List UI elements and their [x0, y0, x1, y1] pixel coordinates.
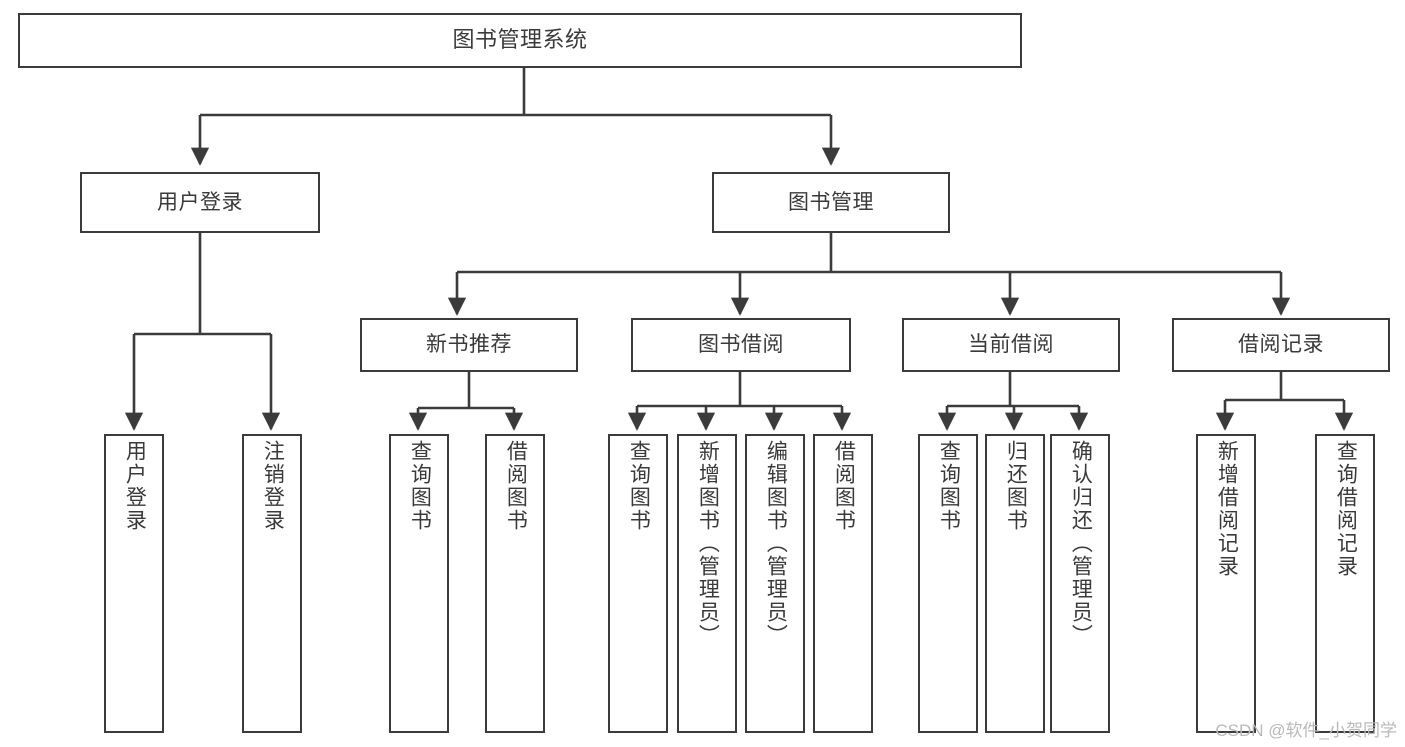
leaf-book-borrow-query[interactable]: 查询图书: [608, 434, 668, 733]
node-new-book-recommend[interactable]: 新书推荐: [360, 318, 578, 372]
leaf-current-borrow-query-label: 查询图书: [937, 440, 961, 532]
node-root-system[interactable]: 图书管理系统: [18, 13, 1022, 68]
leaf-current-borrow-return-label: 归还图书: [1004, 440, 1028, 532]
leaf-new-book-query[interactable]: 查询图书: [389, 434, 449, 733]
leaf-current-borrow-confirm-return[interactable]: 确认归还（管理员）: [1050, 434, 1110, 733]
leaf-book-borrow-borrow-label: 借阅图书: [832, 440, 856, 532]
leaf-book-borrow-edit[interactable]: 编辑图书（管理员）: [745, 434, 805, 733]
node-user-login-label: 用户登录: [157, 190, 243, 214]
node-book-borrow-label: 图书借阅: [698, 333, 784, 357]
leaf-borrow-records-add[interactable]: 新增借阅记录: [1196, 434, 1256, 733]
node-book-management[interactable]: 图书管理: [712, 172, 950, 233]
node-book-management-label: 图书管理: [788, 190, 874, 214]
node-current-borrow[interactable]: 当前借阅: [902, 318, 1120, 372]
leaf-book-borrow-add[interactable]: 新增图书（管理员）: [677, 434, 737, 733]
node-book-borrow[interactable]: 图书借阅: [631, 318, 851, 372]
leaf-current-borrow-query[interactable]: 查询图书: [918, 434, 978, 733]
leaf-current-borrow-confirm-return-label: 确认归还（管理员）: [1069, 440, 1093, 647]
leaf-book-borrow-add-label: 新增图书（管理员）: [696, 440, 720, 647]
node-user-login[interactable]: 用户登录: [80, 172, 320, 233]
node-current-borrow-label: 当前借阅: [968, 333, 1054, 357]
leaf-user-login-login[interactable]: 用户登录: [104, 434, 164, 733]
node-root-system-label: 图书管理系统: [452, 27, 588, 53]
leaf-borrow-records-query[interactable]: 查询借阅记录: [1315, 434, 1375, 733]
leaf-book-borrow-query-label: 查询图书: [627, 440, 651, 532]
csdn-watermark: CSDN @软件_小贺同学: [1215, 721, 1397, 740]
leaf-book-borrow-borrow[interactable]: 借阅图书: [813, 434, 873, 733]
node-borrow-records[interactable]: 借阅记录: [1172, 318, 1390, 372]
node-borrow-records-label: 借阅记录: [1238, 333, 1324, 357]
leaf-user-login-login-label: 用户登录: [123, 440, 147, 532]
leaf-user-login-logout[interactable]: 注销登录: [242, 434, 302, 733]
leaf-new-book-query-label: 查询图书: [408, 440, 432, 532]
leaf-new-book-borrow[interactable]: 借阅图书: [485, 434, 545, 733]
leaf-borrow-records-query-label: 查询借阅记录: [1334, 440, 1358, 578]
leaf-user-login-logout-label: 注销登录: [261, 440, 285, 532]
node-new-book-recommend-label: 新书推荐: [426, 333, 512, 357]
leaf-new-book-borrow-label: 借阅图书: [504, 440, 528, 532]
leaf-borrow-records-add-label: 新增借阅记录: [1215, 440, 1239, 578]
leaf-current-borrow-return[interactable]: 归还图书: [985, 434, 1045, 733]
leaf-book-borrow-edit-label: 编辑图书（管理员）: [764, 440, 788, 647]
